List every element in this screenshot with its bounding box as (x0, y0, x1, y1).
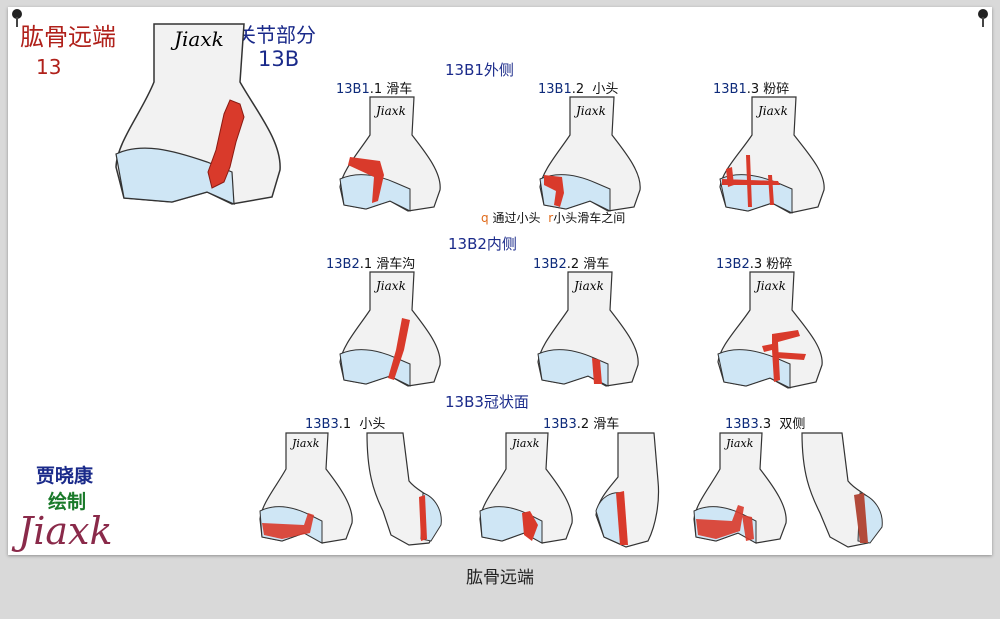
main-bone-illustration: Jiaxk (112, 22, 292, 207)
author-logo: Jiaxk (18, 509, 113, 553)
poster: 肱骨远端 13 关节部分 13B Jiaxk 13B1.1 滑车 13B1.2 … (8, 7, 992, 555)
svg-text:Jiaxk: Jiaxk (571, 279, 604, 293)
legend-r-text: 小头滑车之间 (553, 211, 625, 225)
pin-right (978, 9, 988, 19)
label-13b3-2: 13B3.2 滑车 (543, 413, 619, 432)
legend: q 通过小头 r小头滑车之间 (481, 209, 625, 226)
svg-text:Jiaxk: Jiaxk (373, 104, 406, 118)
svg-text:Jiaxk: Jiaxk (724, 437, 754, 450)
bone-13b1-1: Jiaxk (338, 95, 448, 210)
svg-text:Jiaxk: Jiaxk (290, 437, 320, 450)
bone-13b2-1: Jiaxk (338, 270, 448, 385)
bone-13b3-1-front: Jiaxk (258, 431, 356, 543)
bone-13b3-2-side (592, 431, 664, 549)
svg-text:Jiaxk: Jiaxk (573, 104, 606, 118)
legend-q-text: 通过小头 (492, 211, 540, 225)
bone-13b3-3-front: Jiaxk (692, 431, 792, 546)
legend-q-key: q (481, 211, 489, 225)
diagram-code: 13 (36, 55, 61, 79)
bone-13b3-3-side (798, 431, 888, 549)
bone-13b1-3: Jiaxk (718, 95, 833, 213)
group-label-13b1: 13B1外侧 (445, 59, 514, 80)
label-13b3-1: 13B3.1 小头 (305, 413, 385, 432)
bone-13b2-3: Jiaxk (716, 270, 831, 388)
label-13b3-3: 13B3.3 双侧 (725, 413, 805, 432)
svg-text:Jiaxk: Jiaxk (510, 437, 540, 450)
author-name: 贾晓康 (36, 461, 93, 488)
bone-13b3-1-side (363, 431, 445, 546)
svg-text:Jiaxk: Jiaxk (753, 279, 786, 293)
group-label-13b3: 13B3冠状面 (445, 391, 529, 412)
svg-text:Jiaxk: Jiaxk (755, 104, 788, 118)
group-label-13b2: 13B2内侧 (448, 233, 517, 254)
bone-13b1-2: Jiaxk (538, 95, 648, 210)
bone-13b3-2-front: Jiaxk (478, 431, 576, 543)
bone-13b2-2: Jiaxk (536, 270, 646, 385)
main-bone-watermark: Jiaxk (170, 27, 224, 51)
diagram-title: 肱骨远端 (20, 17, 116, 52)
svg-text:Jiaxk: Jiaxk (373, 279, 406, 293)
figure-caption: 肱骨远端 (0, 563, 1000, 588)
